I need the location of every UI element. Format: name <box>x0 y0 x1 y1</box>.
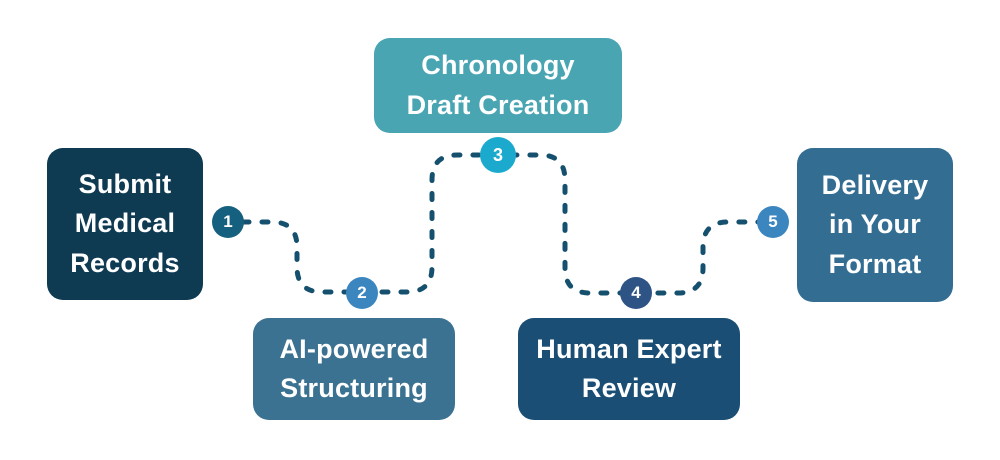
step-label-line: Structuring <box>280 373 428 403</box>
step-label-line: in Your <box>829 209 921 240</box>
step-label-line: Delivery <box>821 170 929 201</box>
step-box-delivery-in-your-format: Delivery in Your Format <box>797 148 953 302</box>
step-label-line: Review <box>581 373 677 403</box>
step-box-ai-powered-structuring: AI-powered Structuring <box>253 318 455 420</box>
step-marker-2: 2 <box>346 277 378 309</box>
step-label-line: Submit <box>78 169 172 200</box>
step-number: 5 <box>768 212 778 231</box>
step-marker-3: 3 <box>480 137 516 173</box>
step-label-line: Chronology <box>421 50 575 81</box>
step-marker-5: 5 <box>757 206 789 238</box>
dashed-connector-line <box>240 152 763 296</box>
step-label-line: AI-powered <box>279 333 429 364</box>
step-marker-1: 1 <box>212 206 244 238</box>
step-label-line: Format <box>828 248 922 279</box>
step-marker-4: 4 <box>620 277 652 309</box>
step-box-chronology-draft-creation: Chronology Draft Creation <box>374 38 622 133</box>
step-number: 4 <box>631 283 641 302</box>
step-number: 2 <box>357 283 367 302</box>
step-number: 3 <box>492 144 503 165</box>
step-number: 1 <box>223 212 233 231</box>
step-label-line: Human Expert <box>536 333 722 364</box>
step-label-line: Medical <box>74 208 176 239</box>
step-label-line: Draft Creation <box>406 89 590 120</box>
step-label-line: Records <box>70 247 180 278</box>
step-box-human-expert-review: Human Expert Review <box>518 318 740 420</box>
step-box-submit-medical-records: Submit Medical Records <box>47 148 203 300</box>
